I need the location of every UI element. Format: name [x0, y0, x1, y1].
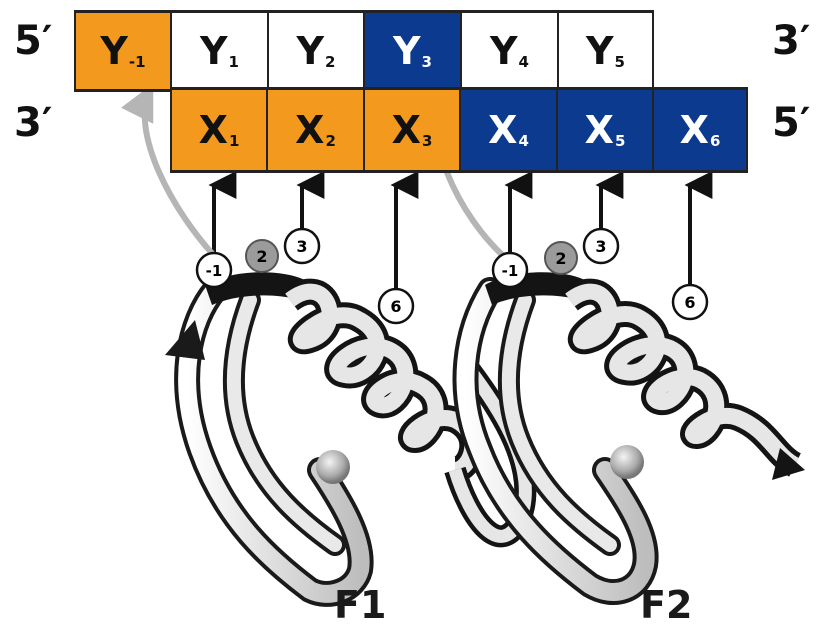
- base-letter: Y: [200, 29, 228, 73]
- bottom-strand-3prime-label: 3′: [14, 100, 53, 146]
- f1-alpha-helix: [282, 278, 486, 483]
- svg-text:3: 3: [296, 237, 307, 256]
- f2-alpha-helix: [562, 278, 802, 477]
- f2-zinc-ion: [610, 445, 644, 479]
- svg-text:6: 6: [684, 293, 695, 312]
- bottom-strand-5prime-label: 5′: [772, 100, 811, 146]
- f1-strand-arrowhead: [165, 320, 205, 360]
- base-subscript: 2: [325, 53, 336, 71]
- f1-top-loop: [205, 272, 305, 305]
- f1-pos-minus1: -1: [195, 251, 233, 289]
- f1-pos-6: 6: [377, 287, 415, 325]
- svg-text:2: 2: [256, 247, 267, 266]
- f2-pos-minus1: -1: [491, 251, 529, 289]
- top-strand-3prime-label: 3′: [772, 18, 811, 64]
- finger-2-structure: [452, 272, 805, 605]
- base-subscript: 4: [518, 53, 529, 71]
- base-letter: Y: [490, 29, 518, 73]
- f2-pos-6: 6: [671, 283, 709, 321]
- f1-pos-3: 3: [283, 227, 321, 265]
- base-subscript: 3: [421, 132, 433, 150]
- base-subscript: 4: [518, 132, 529, 150]
- svg-text:6: 6: [390, 297, 401, 316]
- base-letter: X: [488, 108, 518, 152]
- base-subscript: 1: [228, 53, 239, 71]
- base-subscript: 3: [421, 53, 432, 71]
- base-subscript: 5: [614, 53, 625, 71]
- f1-zinc-ion: [316, 450, 350, 484]
- top-strand-5prime-label: 5′: [14, 18, 53, 64]
- top-base-cell: Y-1: [74, 13, 170, 89]
- base-subscript: 2: [325, 132, 336, 150]
- base-letter: X: [584, 108, 614, 152]
- grey-arrow-f1: [121, 83, 223, 265]
- base-subscript: -1: [128, 53, 146, 71]
- f2-pos-2: 2: [544, 241, 578, 275]
- base-subscript: 1: [228, 132, 240, 150]
- svg-text:3: 3: [595, 237, 606, 256]
- base-subscript: 5: [614, 132, 626, 150]
- f2-pos-3: 3: [582, 227, 620, 265]
- base-letter: Y: [100, 29, 128, 73]
- f1-pos-2: 2: [245, 239, 279, 273]
- position-markers: -1 2 3 6 -1 2 3 6: [195, 227, 709, 325]
- finger-1-label: F1: [334, 583, 387, 627]
- f2-helix-end-arrow: [772, 448, 805, 480]
- base-letter: Y: [393, 29, 421, 73]
- base-letter: X: [198, 108, 228, 152]
- base-letter: X: [679, 108, 709, 152]
- base-letter: Y: [586, 29, 614, 73]
- svg-text:-1: -1: [502, 262, 519, 280]
- base-subscript: 6: [709, 132, 721, 150]
- contact-arrows: [208, 171, 713, 290]
- base-letter: Y: [296, 29, 325, 73]
- svg-text:2: 2: [555, 249, 566, 268]
- finger-2-label: F2: [640, 583, 693, 627]
- base-letter: X: [295, 108, 325, 152]
- base-letter: X: [391, 108, 421, 152]
- svg-text:-1: -1: [206, 262, 223, 280]
